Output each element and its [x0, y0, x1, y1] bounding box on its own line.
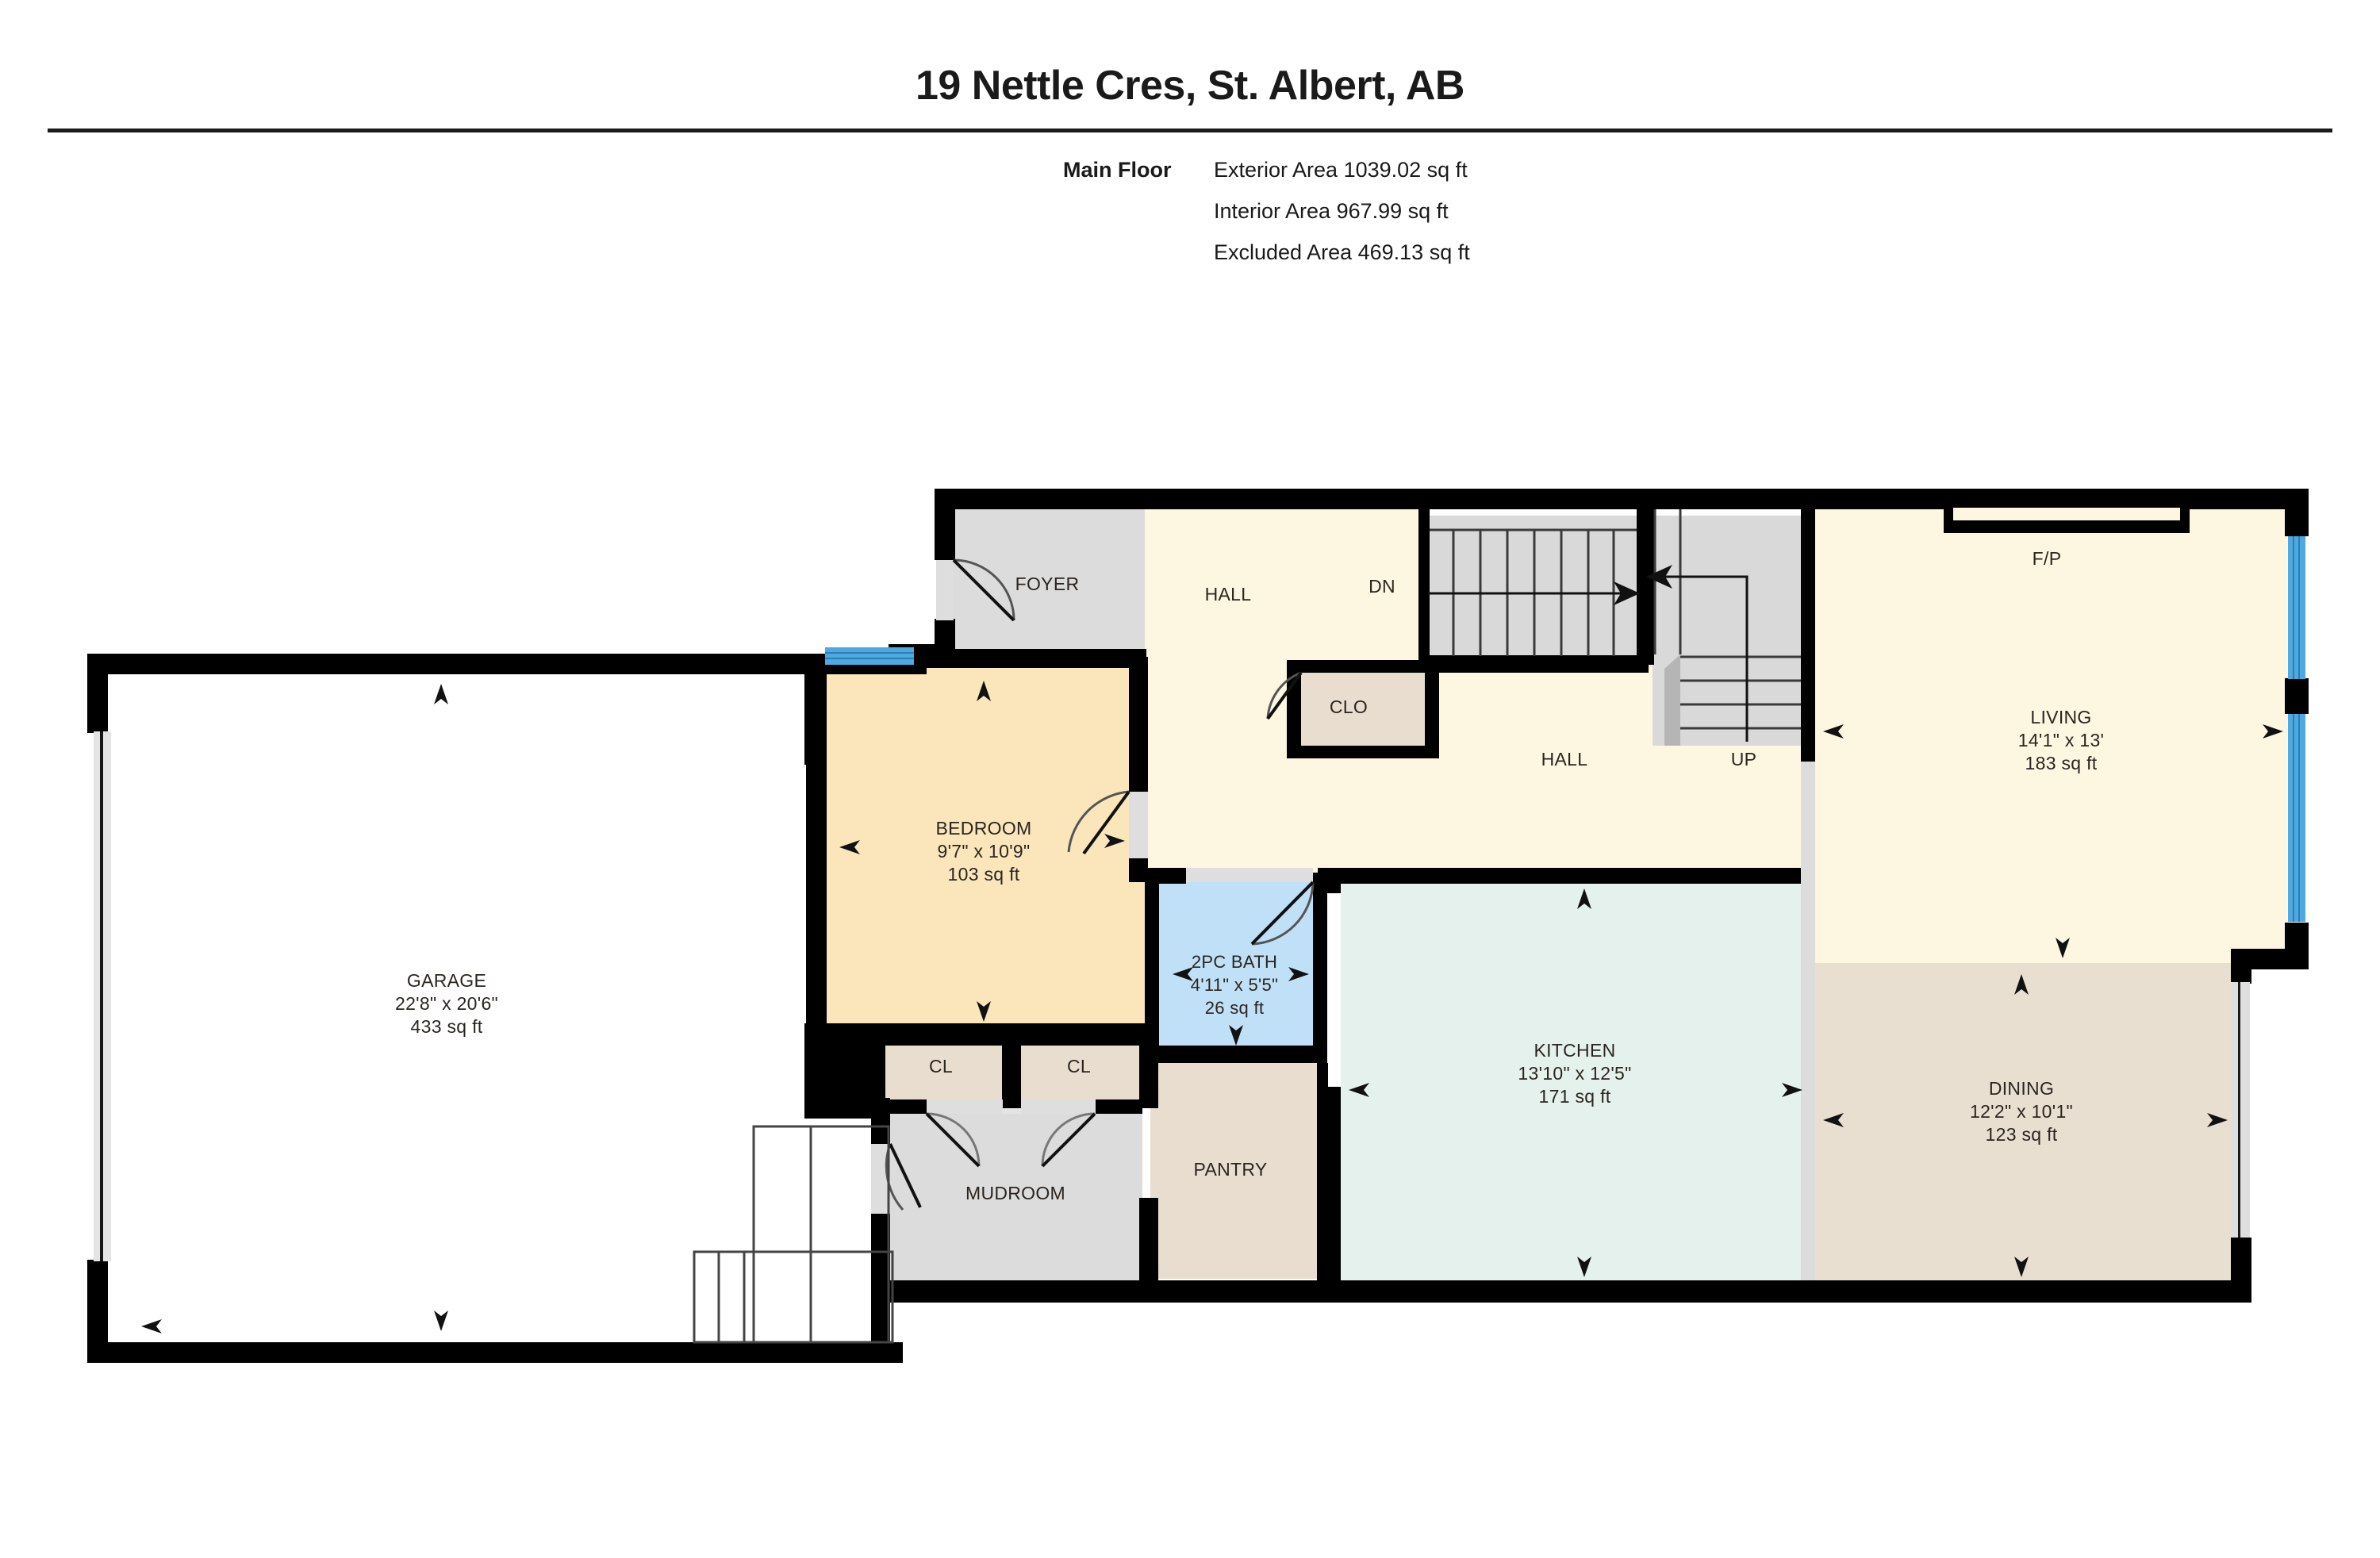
room-dining — [1815, 963, 2236, 1280]
window-living-lower — [2288, 714, 2305, 922]
wall-kitchen-pantry-divider — [1317, 1063, 1328, 1282]
wall-stairs-dn-left — [1418, 509, 1430, 665]
title-divider — [48, 129, 2332, 132]
wall-garage-bottom — [87, 1342, 903, 1363]
wall-dining-right-bot — [2231, 1238, 2251, 1282]
area-row: Main Floor Exterior Area 1039.02 sq ft — [1063, 149, 1777, 190]
opening-foyer-door — [936, 560, 954, 620]
wall-bath-right — [1313, 873, 1327, 1057]
clo-inner-fill — [1301, 673, 1425, 746]
garage-name: GARAGE — [406, 970, 487, 991]
kitchen-area: 171 sq ft — [1538, 1086, 1611, 1107]
wall-closet-bottom-2 — [1095, 1099, 1142, 1114]
area-row: Interior Area 967.99 sq ft — [1063, 190, 1777, 232]
wall-bottom-main — [889, 1280, 2251, 1303]
opening-bath-door — [1186, 868, 1313, 882]
wall-top-main — [935, 489, 2309, 509]
dining-name: DINING — [1988, 1078, 2055, 1099]
excluded-area: Excluded Area 469.13 sq ft — [1214, 240, 1470, 264]
living-name: LIVING — [2030, 707, 2092, 727]
label-mudroom: MUDROOM — [965, 1183, 1066, 1203]
bath-area: 26 sq ft — [1204, 998, 1265, 1018]
wall-stairs-divider — [1637, 509, 1654, 665]
wall-bath-left — [1145, 873, 1159, 1057]
opening-mudroom-door — [871, 1144, 890, 1214]
wall-kitchen-left-upper — [1323, 868, 1341, 893]
floor-label: Main Floor — [1063, 158, 1172, 182]
bedroom-name: BEDROOM — [935, 818, 1032, 838]
label-dn: DN — [1368, 576, 1395, 597]
wall-garage-right-mid — [804, 1023, 885, 1119]
label-cl-2: CL — [1066, 1056, 1092, 1076]
wall-mudroom-right — [1139, 1198, 1158, 1285]
area-summary: Main Floor Exterior Area 1039.02 sq ft I… — [1063, 149, 1777, 273]
bedroom-area: 103 sq ft — [947, 864, 1020, 885]
room-pantry — [1150, 1063, 1317, 1279]
room-living — [1815, 506, 2287, 963]
label-cl-1: CL — [928, 1056, 954, 1076]
room-garage — [107, 657, 900, 1363]
wall-right-living-mid — [2285, 678, 2309, 714]
wall-garage-right-upper — [804, 654, 825, 765]
bath-name: 2PC BATH — [1191, 952, 1278, 972]
door-dining-patio — [2231, 982, 2250, 1238]
window-entry-side — [825, 647, 914, 665]
wall-garage-right-lower — [871, 1212, 890, 1363]
garage-dims: 22'8" x 20'6" — [394, 993, 499, 1014]
label-bath: 2PC BATH 4'11" x 5'5" 26 sq ft — [1191, 950, 1278, 1019]
wall-stairs-up-right — [1801, 509, 1815, 747]
label-hall-mid: HALL — [1541, 749, 1588, 769]
area-row: Excluded Area 469.13 sq ft — [1063, 232, 1777, 273]
wall-bath-top-left — [1145, 868, 1186, 884]
kitchen-dims: 13'10" x 12'5" — [1518, 1063, 1632, 1084]
label-foyer: FOYER — [1015, 574, 1080, 594]
garage-area: 433 sq ft — [410, 1016, 483, 1037]
wall-foyer-left — [935, 489, 955, 560]
label-hall-top: HALL — [1204, 584, 1252, 604]
interior-area: Interior Area 967.99 sq ft — [1214, 199, 1449, 223]
label-clo: CLO — [1329, 696, 1368, 717]
wall-closet-divider — [1002, 1025, 1021, 1108]
wall-bedroom-right-upper — [1129, 657, 1148, 792]
label-fireplace: F/P — [2032, 548, 2062, 569]
wall-hall-right-lower — [1801, 746, 1815, 762]
wall-garage-left-top — [87, 654, 108, 733]
label-kitchen: KITCHEN 13'10" x 12'5" 171 sq ft — [1518, 1039, 1631, 1108]
label-up: UP — [1730, 749, 1757, 769]
wall-kitchen-living-divider — [1801, 762, 1815, 1280]
kitchen-name: KITCHEN — [1534, 1040, 1616, 1061]
wall-right-living-top — [2285, 489, 2309, 536]
wall-closet-bottom-1 — [881, 1099, 927, 1114]
wall-garage-top — [87, 654, 927, 674]
bedroom-dims: 9'7" x 10'9" — [937, 841, 1031, 862]
exterior-area: Exterior Area 1039.02 sq ft — [1214, 158, 1468, 182]
bath-dims: 4'11" x 5'5" — [1190, 975, 1279, 995]
door-garage-side — [94, 731, 111, 1261]
dining-area: 123 sq ft — [1985, 1124, 2058, 1145]
opening-cl1 — [927, 1099, 1003, 1114]
label-pantry: PANTRY — [1193, 1159, 1268, 1180]
wall-stairs-dn-bottom — [1418, 655, 1649, 673]
room-kitchen — [1341, 879, 1809, 1280]
label-living: LIVING 14'1" x 13' 183 sq ft — [2018, 706, 2105, 775]
dining-dims: 12'2" x 10'1" — [1969, 1101, 2074, 1122]
living-area: 183 sq ft — [2025, 753, 2098, 773]
fireplace-inner — [1953, 508, 2180, 520]
wall-hall-kitchen — [1318, 868, 1811, 884]
stairs-down — [1428, 516, 1646, 665]
living-dims: 14'1" x 13' — [2017, 730, 2105, 750]
opening-bedroom-door — [1129, 792, 1148, 858]
wall-dining-right-top — [2231, 949, 2251, 984]
label-garage: GARAGE 22'8" x 20'6" 433 sq ft — [395, 969, 498, 1038]
label-dining: DINING 12'2" x 10'1" 123 sq ft — [1970, 1077, 2073, 1146]
stairs-up-lower — [1680, 654, 1811, 746]
window-living-upper — [2288, 536, 2305, 679]
opening-cl2 — [1021, 1099, 1096, 1114]
page-title: 19 Nettle Cres, St. Albert, AB — [915, 63, 1465, 109]
wall-bath-bottom — [1145, 1046, 1327, 1063]
label-bedroom: BEDROOM 9'7" x 10'9" 103 sq ft — [936, 817, 1032, 886]
